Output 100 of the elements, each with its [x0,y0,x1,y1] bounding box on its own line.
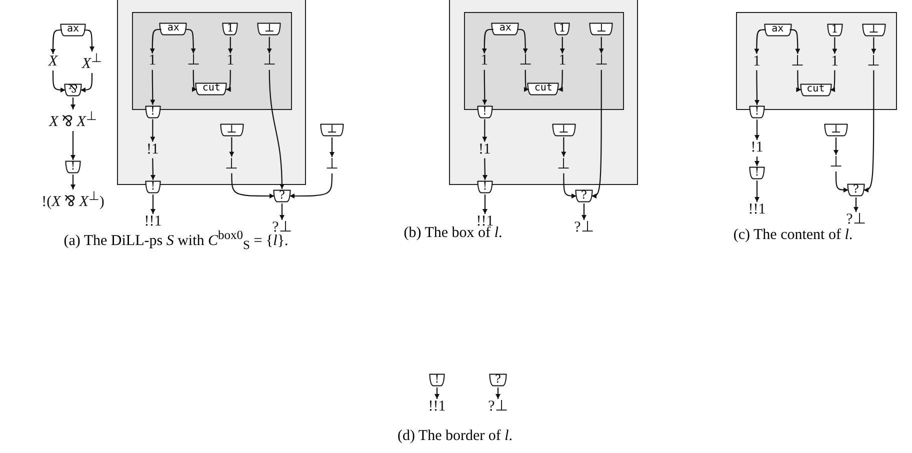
formula-label: ⊥ [830,156,842,170]
formula-label: 1 [830,54,838,70]
wire-arrow [835,172,848,192]
formula-label: X ⅋ X$^{⊥}$ [49,110,97,130]
cell-symbol: ⊥ [226,123,238,136]
wire-arrow [231,173,274,198]
wire-arrow [482,28,494,54]
wire-arrow [524,70,529,92]
wire-arrow [558,70,563,92]
formula-label: ?⊥ [846,212,866,228]
wire-arrow [434,388,440,399]
wire-arrow [52,70,66,92]
link-cell [195,82,228,96]
wire-arrow [150,70,156,105]
cell-symbol: ! [481,105,488,118]
link-cell [145,180,161,194]
formula-label: !1 [750,140,764,156]
formula-label: !(X ⅋ X$^{⊥}$) [42,190,104,210]
cell-symbol: cut [201,82,222,95]
cell-symbol: ! [434,374,440,386]
inner-box-region [464,12,624,110]
wire-arrow [517,28,528,54]
cell-symbol: ⊥ [326,124,338,136]
wire-arrow [854,198,858,212]
cell-symbol: 1 [830,23,840,36]
link-cell [65,160,81,174]
wire-arrow [832,37,838,54]
formula-label: ⊥ [262,54,276,69]
link-cell [824,124,848,136]
formula-label: X$^{⊥}$ [82,52,102,72]
cell-symbol: ⊥ [830,124,842,136]
wire-arrow [70,98,76,110]
cell-symbol: ⅋ [67,84,79,96]
wire-arrow [280,204,284,220]
wire-arrow [226,70,231,92]
link-cell [144,105,161,118]
box-region [449,0,638,185]
inner-box-region [132,12,292,110]
wire-arrow [482,70,488,105]
formula-label: ⊥ [557,157,570,172]
wire-arrow [482,158,488,180]
wire-arrow [266,36,272,54]
cell-symbol: ? [494,374,502,386]
link-cell [476,105,493,118]
formula-label: ⊥ [186,54,200,69]
wire-arrow [228,36,233,54]
link-cell [527,82,560,96]
cell-symbol: 1 [558,22,567,35]
link-cell [222,22,238,36]
cell-symbol: ⊥ [868,23,880,36]
formula-label: 1 [752,54,760,70]
formula-label: !1 [478,142,491,158]
wire-arrow [871,37,876,54]
link-cell [749,106,765,118]
link-cell [847,184,865,196]
formula-label: ⊥ [791,54,804,70]
wire-arrow [150,194,156,214]
cell-symbol: ⊥ [558,123,570,136]
wire-arrow [563,173,576,198]
wire-arrow [185,28,196,54]
wire-arrow [84,29,94,52]
wire-arrow [598,36,604,54]
subfigure-caption: (d) The border of l. [397,428,513,444]
link-cell [575,190,593,202]
link-cell [320,124,344,136]
wire-arrow [50,29,62,54]
link-cell [862,23,886,36]
wire-arrow [863,70,874,192]
formula-label: !!1 [144,214,162,230]
wire-arrow [754,70,760,105]
link-cell [220,123,244,136]
wire-arrow [80,73,93,92]
cell-symbol: ? [580,190,588,202]
wire-arrow [582,204,586,220]
wire-arrow [192,70,197,92]
cell-symbol: ⊥ [595,22,608,35]
link-cell [554,22,570,36]
wire-arrow [834,138,838,155]
wire-arrow [150,158,156,180]
wire-arrow [70,131,76,160]
wire-arrow [268,70,284,189]
wire-arrow [754,120,760,140]
cell-symbol: ? [852,184,860,196]
formula-label: 1 [148,54,156,69]
cell-symbol: cut [533,82,554,95]
cell-symbol: ! [754,166,760,178]
formula-label: ⊥ [518,54,532,69]
link-cell [429,374,445,386]
formula-label: ⊥ [326,158,338,172]
wire-arrow [796,70,802,92]
cell-symbol: 1 [226,22,235,35]
formula-label: ?⊥ [574,220,594,236]
link-cell [257,22,282,36]
wire-arrow [290,174,333,198]
wire-arrow [330,138,334,157]
formula-label: ⊥ [594,54,608,69]
formula-label: ⊥ [225,157,238,172]
wire-arrow [754,180,760,202]
link-cell [159,22,188,36]
wire-arrow [830,70,836,92]
